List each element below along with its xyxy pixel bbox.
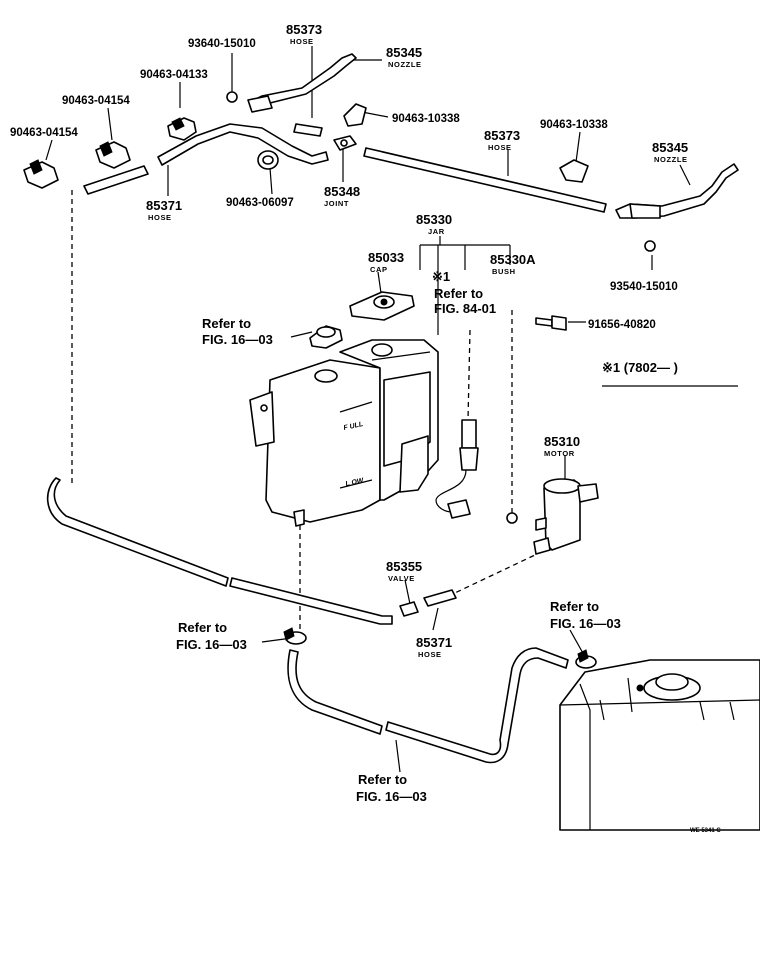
name-nozzle-top: NOZZLE (388, 60, 422, 69)
label-85310: 85310 (544, 434, 580, 449)
label-90463-04154-a: 90463-04154 (62, 95, 130, 107)
name-hose-mid: HOSE (488, 143, 512, 152)
washer-reservoir: F ULL L OW (249, 325, 439, 527)
label-85348: 85348 (324, 184, 360, 199)
refer-to-8401-line2: FIG. 84-01 (434, 301, 496, 316)
label-90463-04133: 90463-04133 (140, 69, 208, 81)
label-85373-top: 85373 (286, 22, 322, 37)
radiator (559, 659, 760, 831)
motor-85310 (533, 478, 599, 555)
clip-10338-b (559, 159, 589, 183)
label-note-date: ※1 (7802— ) (602, 360, 678, 375)
clamp-left (283, 627, 307, 645)
refer-to-1603-right-line2: FIG. 16—03 (550, 616, 621, 631)
part-labels: 93640-15010 85373 HOSE 85345 NOZZLE 9046… (10, 22, 738, 834)
label-note-1: ※1 (432, 269, 450, 284)
refer-to-1603-bottom-line1: Refer to (358, 772, 407, 787)
label-90463-10338-a: 90463-10338 (392, 113, 460, 125)
label-85330a: 85330A (490, 252, 536, 267)
long-lower-hose (46, 477, 393, 625)
bottom-hose (287, 647, 569, 764)
refer-to-1603-bottom-line2: FIG. 16—03 (356, 789, 427, 804)
label-90463-06097: 90463-06097 (226, 197, 294, 209)
full-mark: F ULL (343, 421, 364, 432)
name-cap: CAP (370, 265, 388, 274)
clip-04154-a (95, 141, 131, 169)
name-hose-low: HOSE (418, 650, 442, 659)
refer-to-1603-right-line1: Refer to (550, 599, 599, 614)
clip-04154-b (23, 159, 59, 189)
label-85345-right: 85345 (652, 140, 688, 155)
joint-85348 (333, 135, 357, 151)
mid-hose-long (363, 147, 607, 213)
left-hose-curved (157, 123, 329, 166)
label-85033: 85033 (368, 250, 404, 265)
top-hose-short (293, 123, 323, 137)
low-mark: L OW (345, 477, 366, 488)
connection-dashes (71, 190, 536, 640)
bolt-91656 (535, 315, 567, 331)
hose-85371-low (423, 589, 457, 607)
name-motor: MOTOR (544, 449, 575, 458)
label-90463-10338-b: 90463-10338 (540, 119, 608, 131)
label-85330: 85330 (416, 212, 452, 227)
clip-10338-a (343, 103, 367, 127)
label-85371-left: 85371 (146, 198, 182, 213)
label-93640-15010: 93640-15010 (188, 38, 256, 50)
name-hose-left: HOSE (148, 213, 172, 222)
clip-04133 (167, 117, 197, 141)
cap-85033 (349, 291, 415, 321)
clamp-right (575, 649, 597, 669)
left-hose-short (83, 165, 149, 195)
grommet-06097 (257, 150, 279, 170)
label-85371-low: 85371 (416, 635, 452, 650)
refer-to-1603-left-line2: FIG. 16—03 (176, 637, 247, 652)
label-85345-top: 85345 (386, 45, 422, 60)
label-91656-40820: 91656-40820 (588, 319, 656, 331)
name-bush: BUSH (492, 267, 516, 276)
refer-to-8401-line1: Refer to (434, 286, 483, 301)
label-90463-04154-b: 90463-04154 (10, 127, 78, 139)
refer-to-1603-cap-line2: FIG. 16—03 (202, 332, 273, 347)
name-jar: JAR (428, 227, 445, 236)
right-nozzle (615, 163, 739, 252)
label-93540-15010: 93540-15010 (610, 281, 678, 293)
leader-lines (45, 46, 691, 773)
label-85355: 85355 (386, 559, 422, 574)
name-hose-top: HOSE (290, 37, 314, 46)
level-sensor (435, 419, 479, 519)
valve-85355 (399, 601, 419, 617)
bush-85330a (506, 512, 518, 524)
refer-to-1603-cap-line1: Refer to (202, 316, 251, 331)
top-nozzle (226, 53, 357, 113)
refer-to-1603-left-line1: Refer to (178, 620, 227, 635)
name-joint: JOINT (324, 199, 349, 208)
name-valve: VALVE (388, 574, 415, 583)
label-85373-mid: 85373 (484, 128, 520, 143)
name-nozzle-right: NOZZLE (654, 155, 688, 164)
figure-code: WE 5341 C (690, 828, 721, 834)
